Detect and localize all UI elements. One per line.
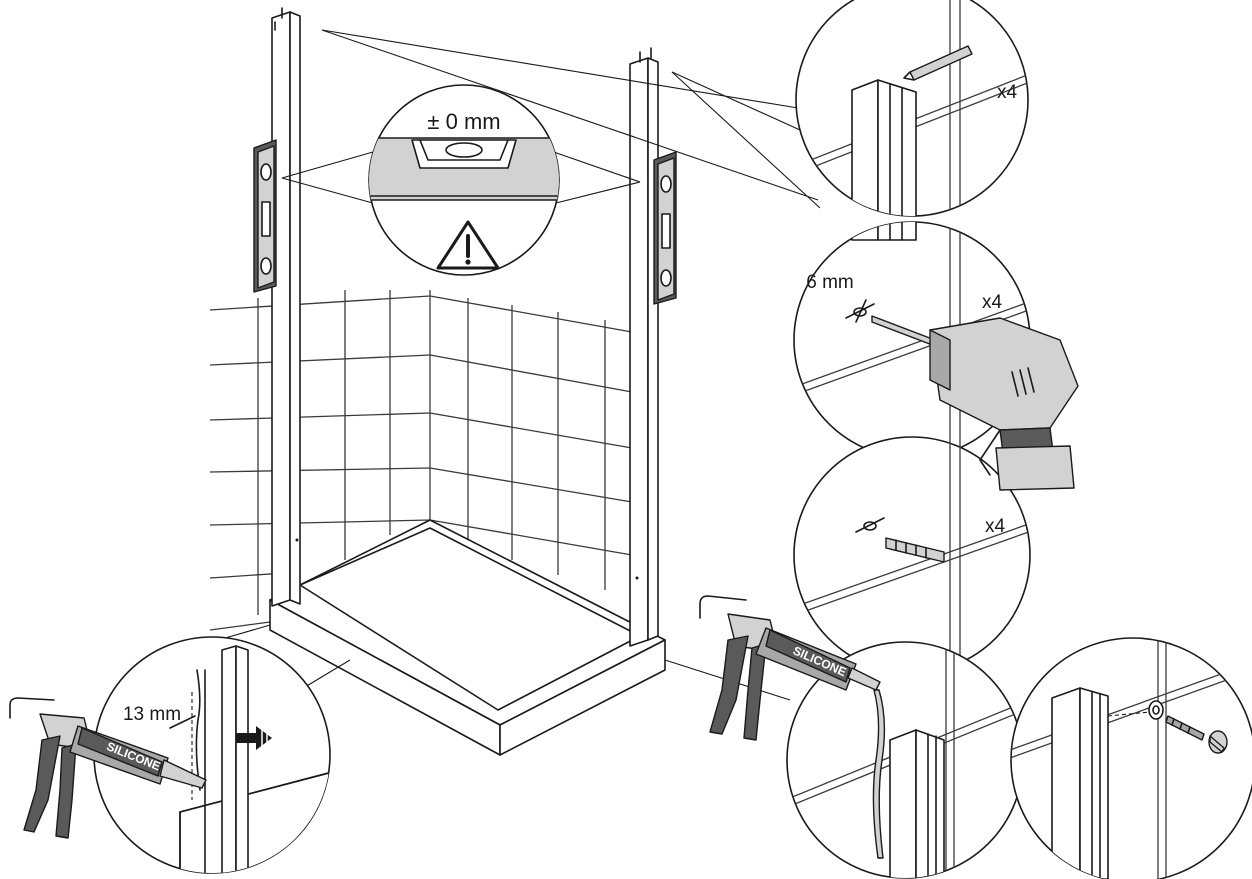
drill-diameter-label: 6 mm (806, 272, 854, 293)
level-detail-callout: ± 0 mm (368, 84, 560, 276)
shower-tray (269, 519, 666, 756)
level-tolerance-label: ± 0 mm (427, 109, 500, 134)
wall-plug (855, 517, 945, 563)
level-callout-lines (281, 149, 641, 206)
wall-profile-left (271, 7, 301, 607)
tiled-walls (209, 290, 633, 631)
qty-plugs-label: x4 (985, 516, 1006, 537)
right-detail-callouts: 6 mm x4 x4 x4 (793, 0, 1079, 674)
fixing-callouts (664, 637, 1252, 879)
profile-callout-lines (321, 29, 821, 209)
qty-holes-label: x4 (982, 292, 1003, 313)
qty-profiles-label: x4 (997, 82, 1018, 103)
push-arrow-icon (236, 726, 272, 750)
wall-profile-right (629, 47, 659, 647)
silicone-gun-right: SILICONE (699, 595, 881, 741)
power-drill (929, 317, 1079, 491)
spirit-level-right (653, 151, 677, 305)
offset-distance-label: 13 mm (123, 704, 181, 725)
warning-triangle-icon (436, 220, 500, 270)
spirit-level-left (253, 139, 277, 293)
silicone-gun-left: SILICONE (9, 697, 207, 839)
profile-marking (851, 45, 973, 241)
